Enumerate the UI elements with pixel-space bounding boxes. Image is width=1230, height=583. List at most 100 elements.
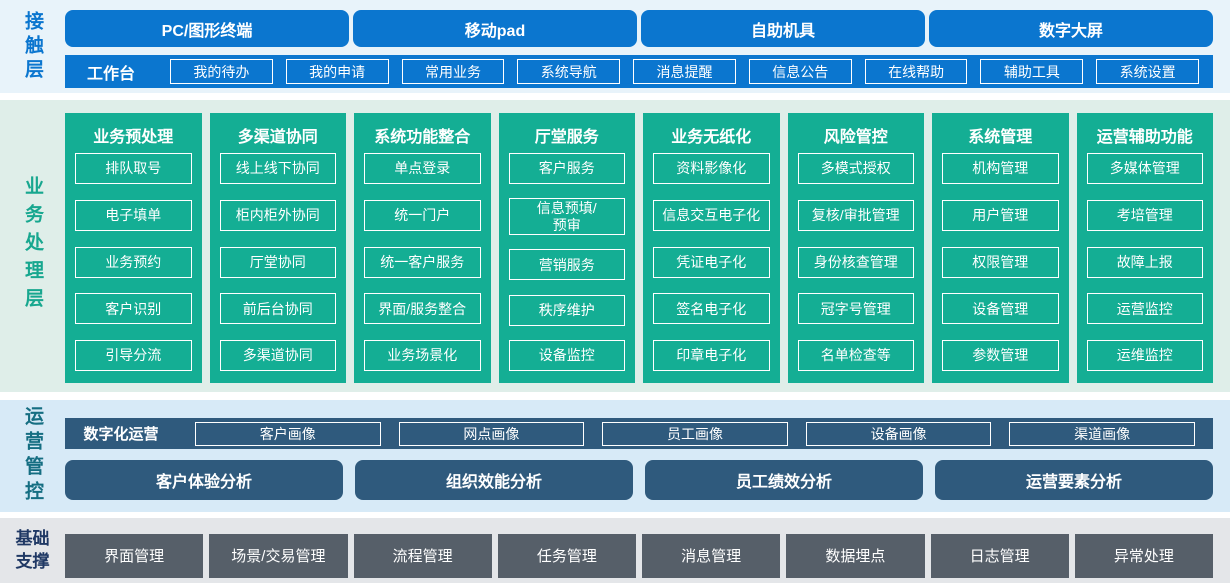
- business-column-items: 客户服务 信息预填/ 预审 营销服务 秩序维护 设备监控: [508, 153, 625, 371]
- business-item: 复核/审批管理: [797, 199, 914, 231]
- foundation-item-exception-handling: 异常处理: [1074, 533, 1213, 578]
- business-column-items: 线上线下协同 柜内柜外协同 厅堂协同 前后台协同 多渠道协同: [219, 153, 336, 371]
- business-item: 排队取号: [75, 153, 192, 184]
- operations-layer-band: 运营管控 数字化运营 客户画像 网点画像 员工画像 设备画像 渠道画像 客户体验…: [0, 400, 1230, 512]
- foundation-item-process-mgmt: 流程管理: [353, 533, 492, 578]
- business-item: 客户服务: [508, 153, 625, 184]
- business-column-system-management: 系统管理 机构管理 用户管理 权限管理 设备管理 参数管理: [932, 113, 1069, 383]
- business-item: 考培管理: [1086, 199, 1203, 231]
- ops-item-branch-profile: 网点画像: [398, 421, 585, 446]
- business-item: 信息交互电子化: [653, 199, 770, 231]
- foundation-item-log-mgmt: 日志管理: [930, 533, 1069, 578]
- business-column-risk-control: 风险管控 多模式授权 复核/审批管理 身份核查管理 冠字号管理 名单检查等: [787, 113, 924, 383]
- business-column-items: 机构管理 用户管理 权限管理 设备管理 参数管理: [942, 153, 1059, 371]
- business-column-items: 资料影像化 信息交互电子化 凭证电子化 签名电子化 印章电子化: [653, 153, 770, 371]
- business-item: 凭证电子化: [653, 246, 770, 278]
- business-columns: 业务预处理 排队取号 电子填单 业务预约 客户识别 引导分流 多渠道协同 线上线…: [65, 113, 1213, 383]
- workbench-item-my-applications: 我的申请: [285, 59, 389, 84]
- device-digital-screen: 数字大屏: [929, 10, 1213, 47]
- foundation-layer-label: 基础支撑: [15, 529, 50, 571]
- contact-layer-label: 接触层: [22, 10, 43, 83]
- contact-layer-content: PC/图形终端 移动pad 自助机具 数字大屏 工作台 我的待办 我的申请 常用…: [65, 0, 1213, 93]
- contact-layer-band: 接触层 PC/图形终端 移动pad 自助机具 数字大屏 工作台 我的待办 我的申…: [0, 0, 1230, 93]
- business-item: 客户识别: [75, 293, 192, 325]
- foundation-item-interface-mgmt: 界面管理: [65, 533, 204, 578]
- analysis-operation-elements: 运营要素分析: [935, 460, 1213, 500]
- business-item: 统一客户服务: [364, 246, 481, 278]
- business-item: 业务预约: [75, 246, 192, 278]
- analysis-customer-experience: 客户体验分析: [65, 460, 343, 500]
- analysis-org-efficiency: 组织效能分析: [355, 460, 633, 500]
- foundation-layer-gutter: 基础支撑: [0, 518, 65, 583]
- business-column-items: 多模式授权 复核/审批管理 身份核查管理 冠字号管理 名单检查等: [797, 153, 914, 371]
- business-layer-content: 业务预处理 排队取号 电子填单 业务预约 客户识别 引导分流 多渠道协同 线上线…: [65, 100, 1213, 392]
- business-item: 单点登录: [364, 153, 481, 184]
- business-layer-band: 业务处理层 业务预处理 排队取号 电子填单 业务预约 客户识别 引导分流 多渠道…: [0, 100, 1230, 392]
- business-item: 信息预填/ 预审: [508, 198, 625, 235]
- business-item: 电子填单: [75, 199, 192, 231]
- business-item: 运营监控: [1086, 293, 1203, 325]
- ops-item-channel-profile: 渠道画像: [1009, 421, 1195, 446]
- workbench-item-system-navigation: 系统导航: [517, 59, 621, 84]
- business-item: 营销服务: [508, 249, 625, 281]
- workbench-item-online-help: 在线帮助: [864, 59, 968, 84]
- operations-layer-content: 数字化运营 客户画像 网点画像 员工画像 设备画像 渠道画像 客户体验分析 组织…: [65, 400, 1213, 512]
- business-layer-label: 业务处理层: [22, 176, 43, 316]
- business-column-title: 系统功能整合: [374, 129, 471, 146]
- ops-item-device-profile: 设备画像: [805, 421, 992, 446]
- business-item: 多渠道协同: [219, 340, 336, 371]
- business-item: 故障上报: [1086, 246, 1203, 278]
- business-item: 设备监控: [508, 340, 625, 371]
- foundation-row: 界面管理 场景/交易管理 流程管理 任务管理 消息管理 数据埋点 日志管理 异常…: [65, 533, 1213, 578]
- workbench-item-message-reminder: 消息提醒: [633, 59, 736, 84]
- business-item: 名单检查等: [797, 340, 914, 371]
- workbench-label: 工作台: [86, 65, 135, 83]
- ops-item-customer-profile: 客户画像: [195, 421, 381, 446]
- workbench-item-common-business: 常用业务: [401, 59, 505, 84]
- business-item: 用户管理: [942, 199, 1059, 231]
- business-item: 界面/服务整合: [364, 293, 481, 325]
- foundation-item-message-mgmt: 消息管理: [642, 533, 781, 578]
- foundation-layer-band: 基础支撑 界面管理 场景/交易管理 流程管理 任务管理 消息管理 数据埋点 日志…: [0, 518, 1230, 583]
- business-item: 引导分流: [75, 340, 192, 371]
- business-column-items: 多媒体管理 考培管理 故障上报 运营监控 运维监控: [1086, 153, 1203, 371]
- business-item: 运维监控: [1086, 340, 1203, 371]
- business-item: 冠字号管理: [797, 293, 914, 325]
- workbench-item-auxiliary-tools: 辅助工具: [980, 59, 1084, 84]
- business-item: 参数管理: [942, 340, 1059, 371]
- workbench-item-system-settings: 系统设置: [1096, 59, 1200, 84]
- device-pc-terminal: PC/图形终端: [65, 10, 349, 47]
- business-item: 机构管理: [942, 153, 1059, 184]
- business-item: 多媒体管理: [1086, 153, 1203, 184]
- contact-layer-gutter: 接触层: [0, 0, 65, 93]
- business-item: 签名电子化: [653, 293, 770, 325]
- workbench-bar: 工作台 我的待办 我的申请 常用业务 系统导航 消息提醒 信息公告 在线帮助 辅…: [65, 55, 1213, 88]
- business-item: 秩序维护: [508, 294, 625, 326]
- business-column-title: 业务预处理: [93, 129, 174, 146]
- business-item: 线上线下协同: [219, 153, 336, 184]
- business-column-items: 单点登录 统一门户 统一客户服务 界面/服务整合 业务场景化: [364, 153, 481, 371]
- business-column-preprocessing: 业务预处理 排队取号 电子填单 业务预约 客户识别 引导分流: [65, 113, 202, 383]
- business-column-system-integration: 系统功能整合 单点登录 统一门户 统一客户服务 界面/服务整合 业务场景化: [354, 113, 491, 383]
- operations-layer-label: 运营管控: [22, 406, 43, 506]
- business-column-items: 排队取号 电子填单 业务预约 客户识别 引导分流: [75, 153, 192, 371]
- business-column-title: 风险管控: [823, 129, 888, 146]
- business-layer-gutter: 业务处理层: [0, 100, 65, 392]
- business-item: 印章电子化: [653, 340, 770, 371]
- business-column-multichannel: 多渠道协同 线上线下协同 柜内柜外协同 厅堂协同 前后台协同 多渠道协同: [209, 113, 346, 383]
- business-column-title: 厅堂服务: [534, 129, 599, 146]
- foundation-item-task-mgmt: 任务管理: [497, 533, 636, 578]
- business-column-title: 系统管理: [968, 129, 1033, 146]
- business-item: 统一门户: [364, 199, 481, 231]
- device-row: PC/图形终端 移动pad 自助机具 数字大屏: [65, 10, 1213, 47]
- foundation-item-scene-transaction-mgmt: 场景/交易管理: [209, 533, 348, 578]
- business-column-title: 业务无纸化: [671, 129, 752, 146]
- business-item: 资料影像化: [653, 153, 770, 184]
- business-column-title: 多渠道协同: [237, 129, 318, 146]
- operations-layer-gutter: 运营管控: [0, 400, 65, 512]
- business-column-title: 运营辅助功能: [1096, 129, 1193, 146]
- business-item: 前后台协同: [219, 293, 336, 325]
- foundation-layer-content: 界面管理 场景/交易管理 流程管理 任务管理 消息管理 数据埋点 日志管理 异常…: [65, 518, 1213, 583]
- digital-operations-label: 数字化运营: [83, 426, 159, 443]
- business-item: 身份核查管理: [797, 246, 914, 278]
